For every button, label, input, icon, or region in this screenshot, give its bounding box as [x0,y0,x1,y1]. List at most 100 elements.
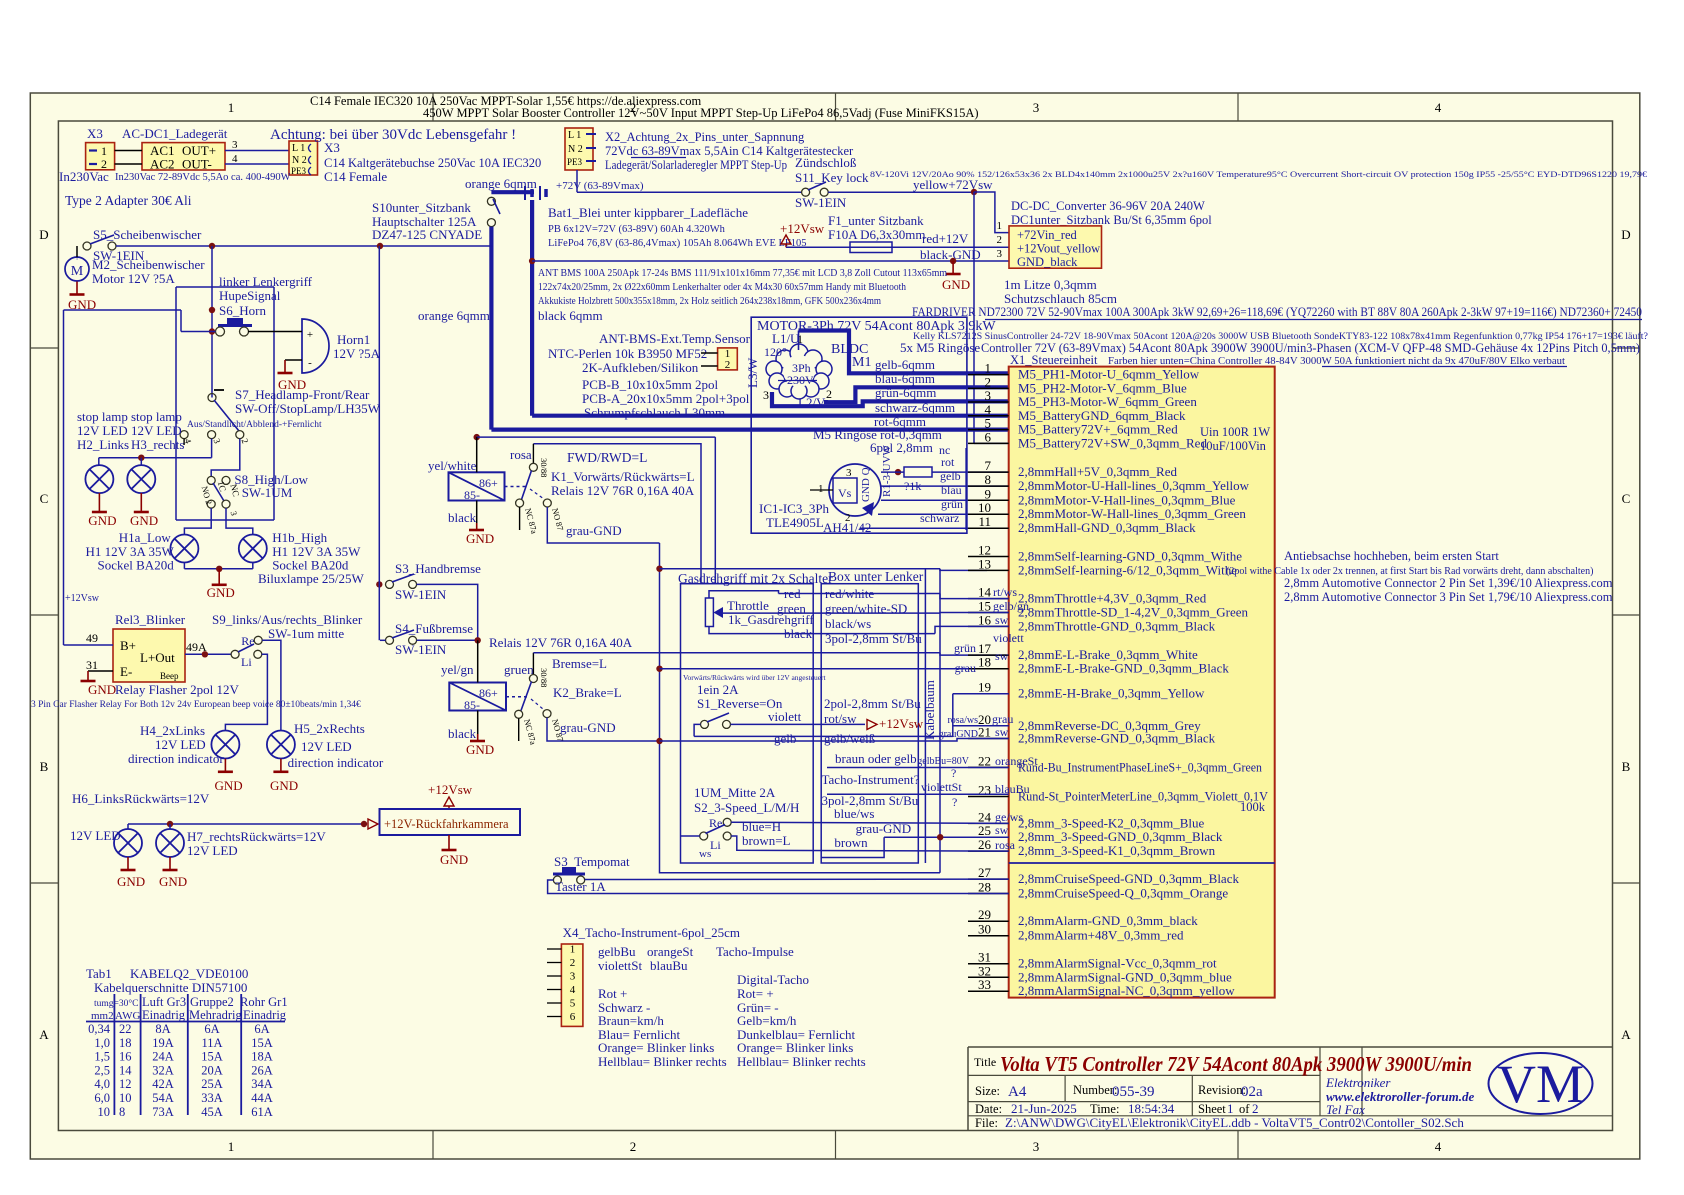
svg-text:1ein 2A: 1ein 2A [697,682,739,697]
svg-text:3: 3 [232,139,238,151]
svg-text:23: 23 [978,783,991,798]
svg-text:rosa/ws: rosa/ws [947,715,978,726]
svg-text:Tacho-Impulse: Tacho-Impulse [716,944,794,959]
svg-text:N 2: N 2 [292,155,307,166]
svg-text:15A: 15A [251,1036,273,1050]
svg-text:3 Pin Car Flasher Relay For Bo: 3 Pin Car Flasher Relay For Both 12v 24v… [31,700,361,710]
svg-text:12V LED: 12V LED [155,737,206,752]
svg-text:1m Litze 0,3qmm: 1m Litze 0,3qmm [1004,277,1097,292]
svg-text:Hellblau= Blinker rechts: Hellblau= Blinker rechts [737,1054,866,1069]
svg-text:12V LED: 12V LED [187,843,238,858]
svg-text:AC2: AC2 [150,157,175,172]
svg-text:Z:\ANW\DWG\CityEL\Elektronik\C: Z:\ANW\DWG\CityEL\Elektronik\CityEL.ddb … [1005,1115,1464,1130]
svg-text:6A: 6A [204,1022,219,1036]
svg-text:22: 22 [119,1022,132,1036]
svg-text:14: 14 [978,585,992,600]
svg-text:GND: GND [270,778,298,793]
svg-text:sw: sw [995,823,1009,837]
svg-text:24: 24 [978,809,992,824]
svg-text:30/88: 30/88 [539,668,549,687]
svg-text:3: 3 [997,248,1003,260]
svg-text:orange 6qmm: orange 6qmm [465,176,537,191]
svg-text:6: 6 [570,1011,576,1023]
svg-text:rot: rot [941,455,955,469]
svg-text:AC-DC1_Ladegerät: AC-DC1_Ladegerät [122,126,228,141]
svg-text:E-: E- [120,664,132,679]
svg-text:grau: grau [992,712,1013,726]
svg-text:2,8mmCruiseSpeed-GND_0,3qmm_Bl: 2,8mmCruiseSpeed-GND_0,3qmm_Black [1018,871,1239,886]
svg-text:rosa: rosa [510,447,532,462]
svg-text:PE3: PE3 [567,157,583,167]
svg-text:In230Vac 72-89Vdc 5,5Ao ca. 40: In230Vac 72-89Vdc 5,5Ao ca. 400-490W [115,172,291,183]
svg-text:6pol 2,8mm: 6pol 2,8mm [870,440,933,455]
svg-text:15: 15 [978,599,991,614]
svg-text:26: 26 [978,837,992,852]
svg-text:2,8mmAlarmSignal-NC_0,3qmm_yel: 2,8mmAlarmSignal-NC_0,3qmm_yellow [1018,983,1235,998]
svg-text:Gelb=km/h: Gelb=km/h [737,1013,797,1028]
svg-text:Rot +: Rot + [598,986,627,1001]
svg-text:Orange= Blinker links: Orange= Blinker links [737,1040,853,1055]
svg-text:Throttle: Throttle [727,598,769,613]
svg-text:In230Vac: In230Vac [59,169,109,184]
svg-text:violettSt: violettSt [598,958,642,973]
svg-text:+72V (63-89Vmax): +72V (63-89Vmax) [556,180,644,192]
svg-text:mm2: mm2 [91,1010,114,1022]
svg-text:GND Q: GND Q [860,467,872,502]
svg-text:H4_2xLinks: H4_2xLinks [140,723,205,738]
svg-text:8: 8 [119,1105,125,1119]
svg-text:grau-GND: grau-GND [856,821,912,836]
svg-text:6,0: 6,0 [94,1091,110,1105]
svg-text:braun oder gelb: braun oder gelb [835,751,917,766]
svg-text:F1_unter Sitzbank: F1_unter Sitzbank [828,213,924,228]
svg-text:DZ47-125 CNYADE: DZ47-125 CNYADE [372,227,482,242]
svg-text:12V LED: 12V LED [70,828,121,843]
svg-text:73A: 73A [152,1105,174,1119]
svg-text:Rohr Gr1: Rohr Gr1 [240,995,288,1009]
svg-text:S6_Horn: S6_Horn [219,303,266,318]
svg-text:Braun=km/h: Braun=km/h [598,1013,664,1028]
svg-text:grün-6qmm: grün-6qmm [875,385,936,400]
svg-text:+: + [307,329,313,341]
svg-text:?: ? [952,795,957,809]
svg-text:2,8mmMotor-V-Hall-lines_0,3qmm: 2,8mmMotor-V-Hall-lines_0,3qmm_Blue [1018,492,1236,507]
svg-text:2: 2 [1252,1101,1259,1116]
svg-text:4: 4 [1435,1139,1442,1154]
svg-text:0,34: 0,34 [88,1022,111,1036]
svg-text:HupeSignal: HupeSignal [219,288,281,303]
svg-text:Taster 1A: Taster 1A [555,879,606,894]
svg-text:L+Out: L+Out [140,650,175,665]
svg-text:12V LED: 12V LED [301,739,352,754]
svg-text:2,8mmHall+5V_0,3qmm_Red: 2,8mmHall+5V_0,3qmm_Red [1018,464,1177,479]
svg-text:GND: GND [130,513,158,528]
svg-text:2,8mmHall-GND_0,3qmm_Black: 2,8mmHall-GND_0,3qmm_Black [1018,520,1196,535]
svg-text:2,8mmThrottle+4,3V_0,3qmm_Red: 2,8mmThrottle+4,3V_0,3qmm_Red [1018,591,1207,606]
svg-text:5: 5 [985,416,992,431]
svg-text:H5_2xRechts: H5_2xRechts [294,721,365,736]
svg-text:19A: 19A [152,1036,174,1050]
svg-text:Rund-St_PointerMeterLine_0,3qm: Rund-St_PointerMeterLine_0,3qmm_Violett_… [1018,789,1269,804]
svg-text:TLE4905L: TLE4905L [766,515,824,530]
svg-text:SW-1EIN: SW-1EIN [395,642,447,657]
svg-text:N 2: N 2 [568,144,583,155]
svg-text:1: 1 [101,144,107,158]
svg-text:34A: 34A [251,1077,273,1091]
svg-text:gelb-6qmm: gelb-6qmm [875,357,935,372]
svg-text:Motor 12V ?5A: Motor 12V ?5A [92,271,175,286]
svg-text:450W MPPT Solar Booster Contro: 450W MPPT Solar Booster Controller 12V~5… [423,106,979,120]
svg-text:blauBu: blauBu [650,958,688,973]
svg-text:19: 19 [978,680,991,695]
svg-text:02a: 02a [1241,1084,1263,1100]
svg-text:yel/gn: yel/gn [441,662,474,677]
svg-text:4,0: 4,0 [94,1077,110,1091]
svg-text:16: 16 [978,612,992,627]
svg-text:B: B [1622,759,1631,774]
svg-text:85-: 85- [464,488,480,502]
svg-text:C: C [1622,491,1631,506]
svg-text:100k: 100k [1240,800,1266,814]
svg-text:A: A [1621,1027,1631,1042]
svg-text:GND: GND [466,742,494,757]
svg-text:PE3: PE3 [291,166,307,176]
svg-text:055-39: 055-39 [1112,1084,1155,1100]
svg-text:red+12V: red+12V [922,231,969,246]
svg-text:A: A [39,1027,49,1042]
